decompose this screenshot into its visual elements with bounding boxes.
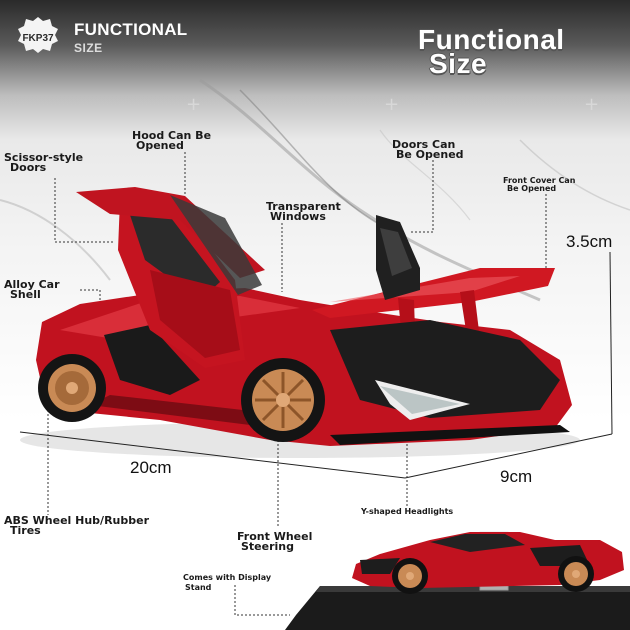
svg-text:+: +	[186, 94, 201, 115]
big-title-line1: Functional	[418, 24, 565, 55]
car-main	[36, 187, 572, 446]
callout-alloy-shell: Alloy Car Shell	[4, 278, 60, 301]
badge-label: FKP37	[22, 33, 54, 44]
dimension-width: 9cm	[500, 467, 533, 486]
callout-front-steering: Front Wheel Steering	[237, 530, 313, 553]
callout-scissor-doors: Scissor-style Doors	[4, 151, 84, 174]
header-bar	[18, 17, 58, 53]
svg-text:+: +	[584, 94, 599, 115]
big-title-line2: Size	[429, 48, 488, 79]
callout-wheel-hub: ABS Wheel Hub/Rubber Tires	[4, 514, 149, 537]
header-subtitle: SIZE	[74, 41, 103, 55]
badge-icon	[18, 17, 58, 53]
callout-display-stand: Comes with Display Stand	[183, 573, 272, 592]
dimension-length: 20cm	[130, 458, 172, 477]
callout-doors: Doors Can Be Opened	[392, 138, 464, 161]
header-title: FUNCTIONAL	[74, 20, 188, 39]
callout-leaders	[47, 152, 547, 616]
callout-windows: Transparent Windows	[266, 200, 341, 223]
car-small	[352, 532, 624, 594]
callout-hood: Hood Can Be Opened	[132, 129, 212, 152]
dimension-lines	[19, 251, 613, 479]
dimension-height: 3.5cm	[566, 232, 613, 251]
callout-headlights: Y-shaped Headlights	[361, 507, 454, 516]
svg-text:+: +	[384, 94, 399, 115]
callout-front-cover: Front Cover Can Be Opened	[503, 176, 576, 193]
